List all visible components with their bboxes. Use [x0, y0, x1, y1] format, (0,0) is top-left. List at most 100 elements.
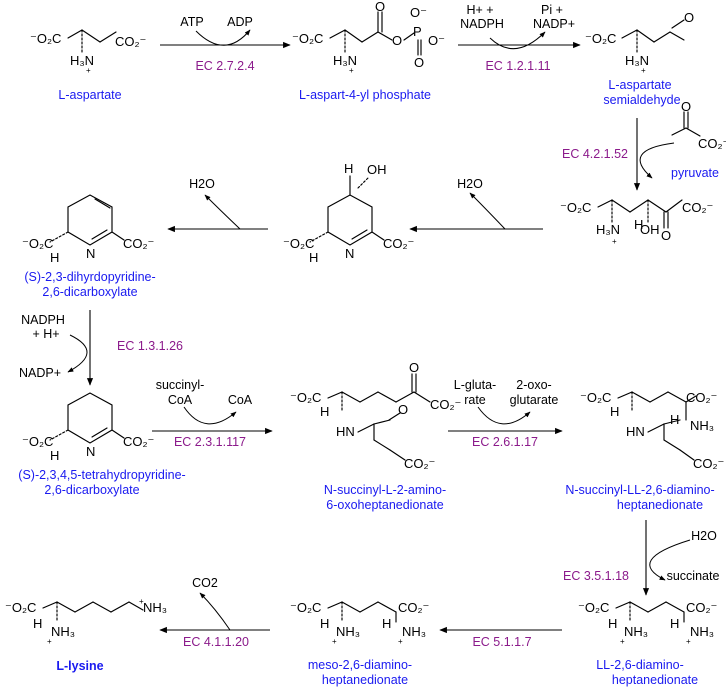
label-succinyl-oxo-1: N-succinyl-L-2-amino- [324, 483, 446, 497]
structure-hydroxy-tetrahydropicolinate: H OH N H ⁻O₂C CO₂⁻ [283, 161, 414, 265]
svg-text:NH₃: NH₃ [690, 418, 714, 433]
cofactor-succinyl-coa-1: succinyl- [156, 378, 205, 392]
svg-text:H₃N: H₃N [70, 53, 94, 68]
arrow-step4: NADPH + H+ NADP+ EC 1.3.1.26 [19, 310, 183, 386]
arrow-step7: H2O succinate EC 3.5.1.18 [563, 520, 720, 596]
svg-text:O: O [414, 55, 424, 70]
svg-text:NH₃: NH₃ [143, 600, 167, 615]
arrow-step8: EC 5.1.1.7 [439, 626, 562, 649]
cofactor-nadph-2: NADPH [21, 313, 65, 327]
svg-text:NH₃: NH₃ [624, 624, 648, 639]
structure-ll-dap: ⁻O₂C CO₂⁻ H NH₃ + NH₃ + H [578, 600, 717, 646]
svg-text:H: H [50, 448, 59, 463]
svg-text:O: O [681, 99, 691, 114]
svg-text:+: + [47, 637, 52, 646]
structure-pyruvate: O CO₂⁻ [671, 99, 726, 151]
svg-text:H: H [344, 161, 353, 176]
svg-text:H₃N: H₃N [625, 53, 649, 68]
label-ll-dap-2: heptanedionate [612, 673, 698, 687]
cofactor-atp: ATP [180, 15, 203, 29]
enzyme-step5: EC 2.3.1.117 [174, 435, 246, 449]
cofactor-co2: CO2 [192, 576, 218, 590]
svg-text:CO₂⁻: CO₂⁻ [682, 200, 713, 215]
cofactor-nadp: NADP+ [533, 17, 575, 31]
structure-aspartyl-phosphate: ⁻O₂C O O P O⁻ O⁻ O H₃N + [292, 0, 445, 75]
svg-text:CO₂⁻: CO₂⁻ [698, 136, 726, 151]
svg-text:HN: HN [336, 424, 355, 439]
cofactor-succinate: succinate [667, 569, 720, 583]
svg-text:H: H [50, 250, 59, 265]
cofactor-water-b: H2O [189, 177, 215, 191]
structure-semialdehyde: ⁻O₂C O H₃N + [585, 10, 694, 75]
svg-text:H: H [670, 412, 679, 427]
svg-text:H₃N: H₃N [596, 222, 620, 237]
enzyme-step1: EC 2.7.2.4 [195, 59, 254, 73]
enzyme-step9: EC 4.1.1.20 [183, 635, 249, 649]
svg-text:O: O [684, 10, 694, 25]
svg-text:CO₂⁻: CO₂⁻ [398, 600, 429, 615]
svg-text:HN: HN [626, 424, 645, 439]
arrow-step3: EC 4.2.1.52 O CO₂⁻ pyruvate [562, 99, 726, 191]
arrow-step2: H+ + NADPH Pi + NADP+ EC 1.2.1.11 [458, 3, 581, 73]
svg-text:O: O [375, 0, 385, 14]
svg-text:H: H [320, 616, 329, 631]
svg-text:CO₂⁻: CO₂⁻ [686, 390, 717, 405]
svg-text:N: N [86, 246, 95, 261]
label-semialdehyde-1: L-aspartate [608, 78, 671, 92]
svg-text:O⁻: O⁻ [428, 33, 445, 48]
svg-text:H: H [33, 616, 42, 631]
svg-text:N: N [345, 246, 354, 261]
svg-text:+: + [332, 637, 337, 646]
arrow-dehydration-2: H2O [167, 177, 268, 233]
svg-text:+: + [398, 637, 403, 646]
cofactor-coa: CoA [228, 393, 253, 407]
svg-text:H: H [309, 250, 318, 265]
arrow-step1: ATP ADP EC 2.7.2.4 [160, 15, 291, 73]
svg-text:⁻O₂C: ⁻O₂C [5, 600, 36, 615]
structure-succinyl-oxo: ⁻O₂C O CO₂⁻ H HN O CO₂⁻ [290, 360, 461, 471]
svg-text:H: H [610, 404, 619, 419]
label-meso-dap-1: meso-2,6-diamino- [308, 658, 412, 672]
arrow-dehydration-1: H2O [409, 177, 543, 233]
enzyme-step4: EC 1.3.1.26 [117, 339, 183, 353]
svg-text:OH: OH [367, 162, 387, 177]
label-succinyl-oxo-2: 6-oxoheptanedionate [326, 498, 444, 512]
cofactor-oxoglutarate-2: glutarate [510, 393, 559, 407]
svg-text:+: + [620, 637, 625, 646]
svg-text:⁻O₂C: ⁻O₂C [283, 236, 314, 251]
svg-text:CO₂⁻: CO₂⁻ [686, 600, 717, 615]
cofactor-glutamate-1: L-gluta- [454, 378, 496, 392]
cofactor-glutamate-2: rate [464, 393, 486, 407]
svg-text:O: O [398, 402, 408, 417]
enzyme-step7: EC 3.5.1.18 [563, 569, 629, 583]
svg-text:CO₂⁻: CO₂⁻ [123, 236, 154, 251]
svg-text:CO₂⁻: CO₂⁻ [430, 397, 461, 412]
arrow-step5: succinyl- CoA CoA EC 2.3.1.117 [152, 378, 273, 449]
svg-text:⁻O₂C: ⁻O₂C [585, 31, 616, 46]
svg-text:+: + [86, 66, 91, 75]
cofactor-succinyl-coa-2: CoA [168, 393, 193, 407]
svg-text:⁻O₂C: ⁻O₂C [22, 236, 53, 251]
svg-text:NH₃: NH₃ [690, 624, 714, 639]
arrow-step9: CO2 EC 4.1.1.20 [159, 576, 270, 649]
svg-text:+: + [686, 637, 691, 646]
svg-text:+: + [641, 66, 646, 75]
svg-text:NH₃: NH₃ [51, 624, 75, 639]
structure-tetrahydrodipicolinate: N H ⁻O₂C CO₂⁻ [22, 392, 154, 463]
arrow-step6: L-gluta- rate 2-oxo- glutarate EC 2.6.1.… [448, 378, 563, 449]
label-dihydrodipicolinate-1: (S)-2,3-dihyrdopyridine- [24, 270, 155, 284]
svg-text:CO₂⁻: CO₂⁻ [383, 236, 414, 251]
label-ll-dap-1: LL-2,6-diamino- [596, 658, 684, 672]
svg-text:OH: OH [640, 222, 660, 237]
svg-text:+: + [139, 597, 144, 606]
svg-text:P: P [413, 24, 422, 39]
label-lysine: L-lysine [56, 659, 103, 673]
svg-text:H: H [670, 616, 679, 631]
svg-text:N: N [86, 444, 95, 459]
label-succinyl-dap-2: heptanedionate [617, 498, 703, 512]
label-dihydrodipicolinate-2: 2,6-dicarboxylate [42, 285, 137, 299]
label-meso-dap-2: heptanedionate [322, 673, 408, 687]
svg-text:CO₂⁻: CO₂⁻ [123, 434, 154, 449]
svg-text:+: + [612, 237, 617, 246]
